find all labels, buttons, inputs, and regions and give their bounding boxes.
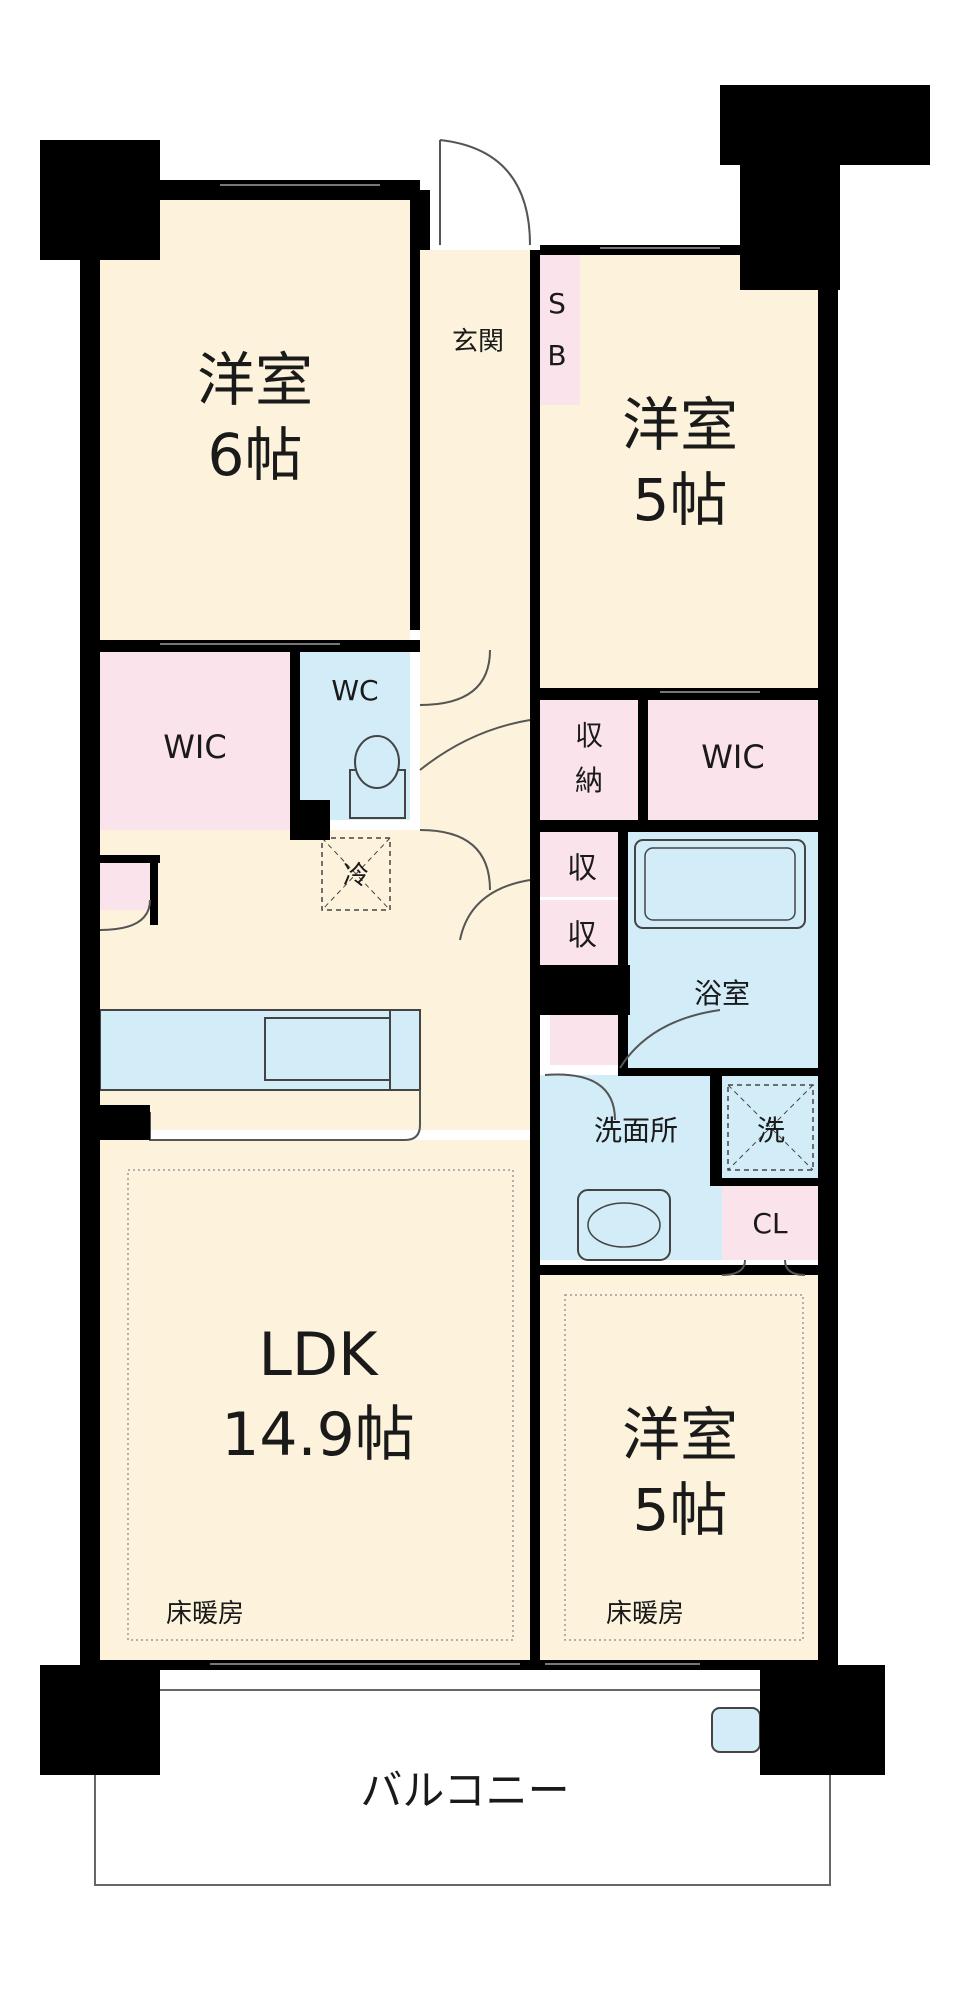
shoe-box — [535, 250, 580, 405]
bathroom-label: 浴室 — [694, 977, 750, 1010]
washer-space — [727, 1084, 814, 1171]
western-5-floor-heating: 床暖房 — [606, 1599, 684, 1629]
shuu-1: 収 — [567, 851, 597, 886]
shuunou-1: 収 — [575, 719, 603, 752]
storage-shuu-2 — [540, 900, 625, 965]
ldk-floor-heating: 床暖房 — [166, 1599, 244, 1629]
balcony-label: バルコニー — [360, 1766, 569, 1815]
washroom-label: 洗面所 — [594, 1114, 678, 1147]
storage-shuu-1 — [540, 832, 625, 897]
washbasin — [577, 1189, 671, 1261]
toilet-bowl — [354, 735, 400, 789]
western-5-top-size: 5帖 — [633, 466, 728, 534]
wic-right — [648, 700, 818, 820]
balcony-faucet — [711, 1707, 761, 1753]
fridge-label: 冷 — [343, 861, 369, 891]
kitchen-island-outline — [149, 1090, 421, 1141]
bathtub — [634, 839, 806, 929]
toilet-label: WC — [331, 674, 378, 707]
entrance-label: 玄関 — [452, 327, 504, 357]
floor-heating-western — [564, 1294, 804, 1641]
western-6-size: 6帖 — [208, 421, 303, 489]
kitchen-counter-end — [389, 1009, 421, 1091]
ldk-size: 14.9帖 — [221, 1400, 415, 1470]
washbasin-bowl — [587, 1202, 661, 1248]
room-entrance — [420, 250, 530, 410]
bathtub-inner — [644, 847, 796, 921]
western-6-label: 洋室 — [197, 346, 313, 414]
windows — [160, 184, 760, 1665]
storage-shuunou — [540, 700, 638, 820]
floor-heating-ldk — [127, 1169, 514, 1641]
western-5-top-label: 洋室 — [622, 391, 738, 459]
ldk-label: LDK — [259, 1320, 380, 1390]
shuu-2: 収 — [567, 918, 597, 953]
kitchen-sink — [264, 1017, 391, 1081]
wic-right-label: WIC — [701, 738, 764, 776]
room-western-6 — [100, 190, 410, 640]
shoe-box-s: S — [548, 287, 566, 320]
room-ldk-lower — [100, 1140, 530, 1660]
walls — [40, 85, 930, 1775]
fridge-space — [321, 837, 391, 911]
room-western-5-top — [540, 250, 818, 690]
balcony-area — [94, 1689, 831, 1886]
western-5-bottom-size: 5帖 — [633, 1476, 728, 1544]
wic-left — [100, 650, 290, 845]
door-swings — [99, 139, 806, 1276]
western-5-bottom-label: 洋室 — [622, 1401, 738, 1469]
small-storage-mid — [550, 1015, 620, 1065]
wic-left-label: WIC — [163, 728, 226, 766]
closet — [722, 1185, 818, 1260]
room-western-5-bottom — [540, 1270, 818, 1660]
fridge-diag-2 — [321, 837, 391, 911]
small-storage-left — [100, 855, 155, 910]
washer-diag-2 — [727, 1084, 814, 1171]
washer-label: 洗 — [757, 1114, 785, 1147]
room-hallway — [420, 410, 530, 830]
washer-diag-1 — [727, 1084, 814, 1171]
closet-label: CL — [752, 1207, 788, 1240]
shoe-box-b: B — [547, 339, 566, 372]
shuunou-2: 納 — [575, 764, 603, 797]
